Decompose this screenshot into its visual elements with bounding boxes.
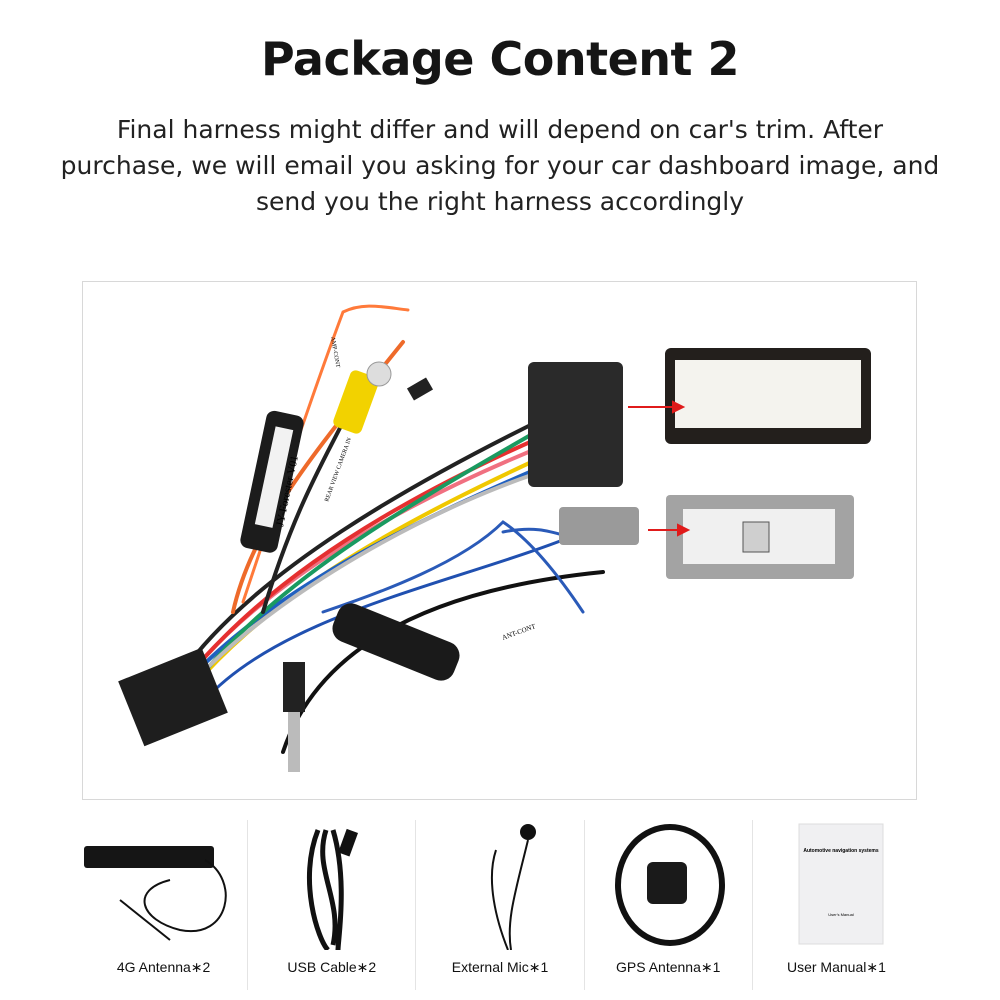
item-label: GPS Antenna∗1 [616,959,721,975]
item-gps-antenna: GPS Antenna∗1 [585,820,753,990]
item-usb-cable: USB Cable∗2 [248,820,417,990]
gps-antenna-icon [614,824,725,946]
4g-antenna-icon [84,846,227,941]
page-subtitle: Final harness might differ and will depe… [60,115,940,216]
manual-title: Automotive navigation systems [803,848,879,854]
user-manual-icon: Automotive navigation systems User's Man… [798,823,884,945]
item-label: USB Cable∗2 [287,959,377,975]
ant-label: ANT-CONT [501,622,537,642]
amp-label: AMP-CONT [329,336,340,368]
item-user-manual: Automotive navigation systems User's Man… [753,820,920,990]
usb-cable-icon [307,828,359,950]
arrow-icon [628,400,691,537]
accessories-row: 4G Antenna∗2 USB Cable∗2 External Mic∗1 … [80,820,920,990]
item-label: User Manual∗1 [786,959,886,975]
microphone-icon [491,824,537,950]
item-label: External Mic∗1 [451,959,549,975]
item-external-mic: External Mic∗1 [416,820,585,990]
item-label: 4G Antenna∗2 [116,959,211,975]
item-4g-antenna: 4G Antenna∗2 [80,820,249,990]
manual-footer: User's Manual [828,912,854,917]
page-title: Package Content 2 [260,32,740,86]
harness-photo: JY-Forester V01 AMP-CONT REAR VIEW CAMER… [82,281,917,800]
